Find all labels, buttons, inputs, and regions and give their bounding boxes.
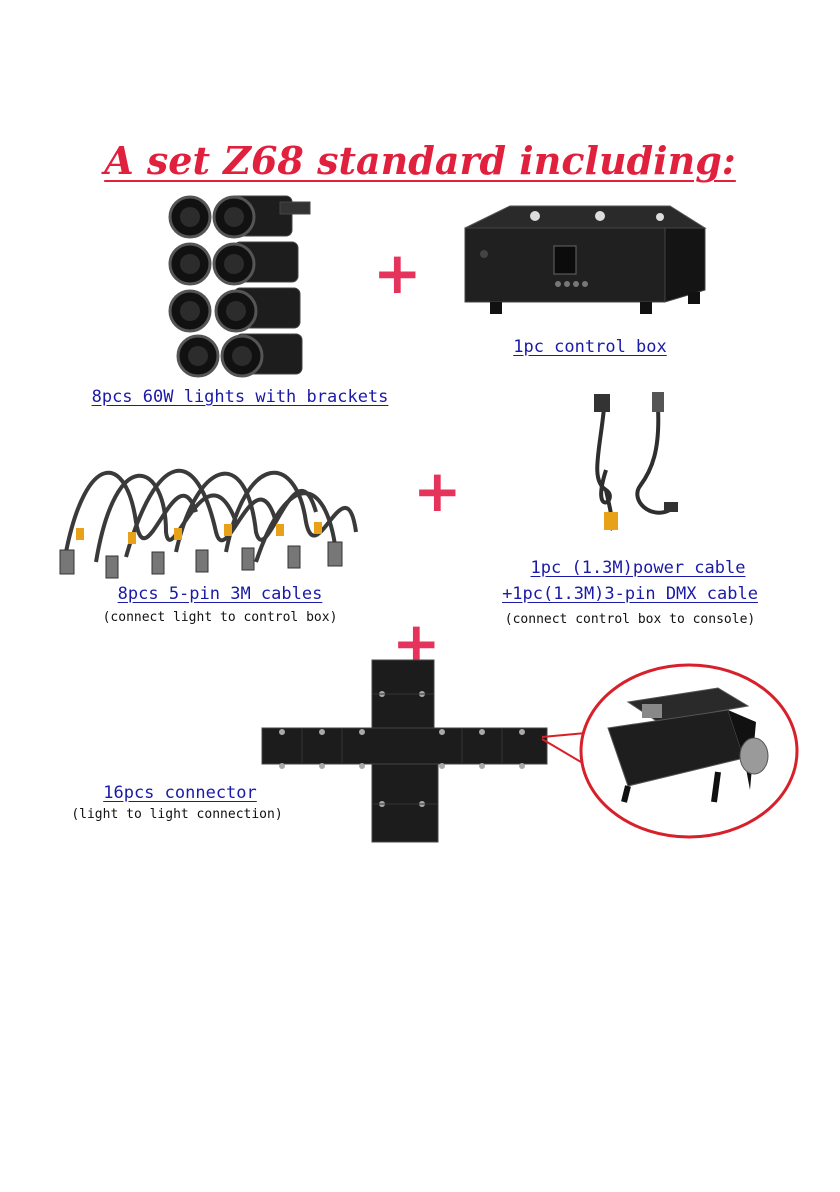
lights-caption: 8pcs 60W lights with brackets bbox=[60, 387, 420, 407]
power-caption-line1: 1pc (1.3M)power cable bbox=[500, 558, 776, 578]
plus-sign: + bbox=[413, 462, 462, 520]
connector-image bbox=[262, 654, 552, 842]
cables-caption: 8pcs 5-pin 3M cables bbox=[90, 584, 350, 604]
page-title: A set Z68 standard including: bbox=[0, 138, 840, 183]
cables-image bbox=[56, 432, 368, 584]
power-caption-line2: +1pc(1.3M)3-pin DMX cable bbox=[482, 584, 778, 604]
lights-image bbox=[150, 192, 320, 382]
control-box-caption: 1pc control box bbox=[480, 337, 700, 357]
connector-detail-image bbox=[578, 662, 800, 840]
cables-note: (connect light to control box) bbox=[70, 610, 370, 625]
connector-caption: 16pcs connector bbox=[80, 783, 280, 803]
power-cables-image bbox=[580, 390, 690, 540]
connector-note: (light to light connection) bbox=[52, 807, 302, 822]
control-box-image bbox=[460, 200, 720, 318]
power-note: (connect control box to console) bbox=[482, 612, 778, 627]
plus-sign: + bbox=[373, 244, 422, 302]
